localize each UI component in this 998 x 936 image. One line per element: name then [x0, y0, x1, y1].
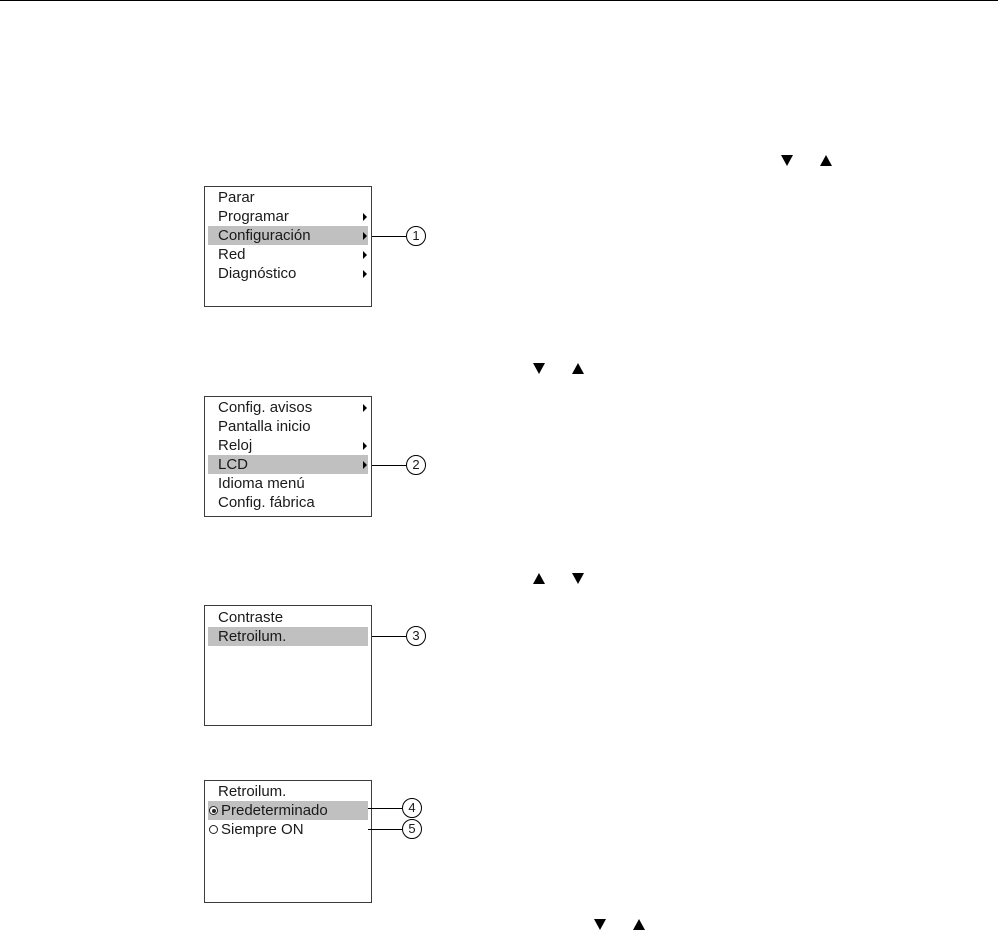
- callout-leader: [368, 808, 402, 809]
- menu-item-lcd[interactable]: LCD: [208, 455, 368, 474]
- callout-leader: [372, 465, 406, 466]
- menu-item-label: Retroilum.: [218, 628, 287, 645]
- submenu-arrow-icon: [363, 442, 367, 450]
- menu-item-configuracion[interactable]: Configuración: [208, 226, 368, 245]
- option-label: Predeterminado: [221, 802, 328, 819]
- down-arrow-icon: [572, 573, 584, 584]
- menu-item-label: Red: [218, 246, 246, 263]
- option-predeterminado[interactable]: Predeterminado: [208, 801, 368, 820]
- menu-item-label: Diagnóstico: [218, 265, 297, 282]
- lcd-screen-lcd-menu: Contraste Retroilum.: [204, 605, 372, 726]
- lcd-screen-config-menu: Config. avisos Pantalla inicio Reloj LCD…: [204, 396, 372, 517]
- callout-2: 2: [406, 455, 426, 475]
- down-arrow-icon: [533, 363, 545, 374]
- menu-item-red[interactable]: Red: [208, 245, 368, 264]
- submenu-arrow-icon: [363, 251, 367, 259]
- menu-item-label: Idioma menú: [218, 475, 305, 492]
- callout-3: 3: [406, 626, 426, 646]
- menu-item-label: Programar: [218, 208, 289, 225]
- menu-item-retroilum[interactable]: Retroilum.: [208, 627, 368, 646]
- menu-item-diagnostico[interactable]: Diagnóstico: [208, 264, 368, 283]
- menu-item-label: Configuración: [218, 227, 311, 244]
- callout-5: 5: [402, 819, 422, 839]
- menu-item-config-avisos[interactable]: Config. avisos: [208, 398, 368, 417]
- up-arrow-icon: [820, 155, 832, 166]
- screen-title: Retroilum.: [208, 782, 368, 801]
- menu-item-label: Parar: [218, 189, 255, 206]
- screen-title-label: Retroilum.: [218, 783, 287, 800]
- submenu-arrow-icon: [363, 461, 367, 469]
- top-rule: [0, 0, 998, 1]
- callout-leader: [368, 829, 402, 830]
- submenu-arrow-icon: [363, 270, 367, 278]
- menu-item-label: LCD: [218, 456, 249, 473]
- callout-leader: [372, 636, 406, 637]
- menu-item-label: Pantalla inicio: [218, 418, 311, 435]
- option-siempre-on[interactable]: Siempre ON: [208, 820, 368, 839]
- lcd-screen-main-menu: Parar Programar Configuración Red Diagnó…: [204, 186, 372, 307]
- submenu-arrow-icon: [363, 213, 367, 221]
- radio-checked-icon[interactable]: [209, 806, 218, 815]
- up-arrow-icon: [572, 363, 584, 374]
- menu-item-reloj[interactable]: Reloj: [208, 436, 368, 455]
- callout-leader: [372, 236, 406, 237]
- menu-item-programar[interactable]: Programar: [208, 207, 368, 226]
- menu-item-label: Reloj: [218, 437, 253, 454]
- down-arrow-icon: [594, 919, 606, 930]
- radio-unchecked-icon[interactable]: [209, 825, 218, 834]
- submenu-arrow-icon: [363, 404, 367, 412]
- option-label: Siempre ON: [221, 821, 304, 838]
- lcd-screen-backlight-options: Retroilum. Predeterminado Siempre ON: [204, 780, 372, 903]
- callout-4: 4: [402, 798, 422, 818]
- menu-item-label: Config. fábrica: [218, 494, 315, 511]
- up-arrow-icon: [533, 573, 545, 584]
- menu-item-contraste[interactable]: Contraste: [208, 608, 368, 627]
- callout-1: 1: [406, 226, 426, 246]
- menu-item-parar[interactable]: Parar: [208, 188, 368, 207]
- menu-item-label: Contraste: [218, 609, 284, 626]
- down-arrow-icon: [781, 155, 793, 166]
- menu-item-idioma-menu[interactable]: Idioma menú: [208, 474, 368, 493]
- up-arrow-icon: [633, 919, 645, 930]
- menu-item-label: Config. avisos: [218, 399, 313, 416]
- submenu-arrow-icon: [363, 232, 367, 240]
- menu-item-pantalla-inicio[interactable]: Pantalla inicio: [208, 417, 368, 436]
- menu-item-config-fabrica[interactable]: Config. fábrica: [208, 493, 368, 512]
